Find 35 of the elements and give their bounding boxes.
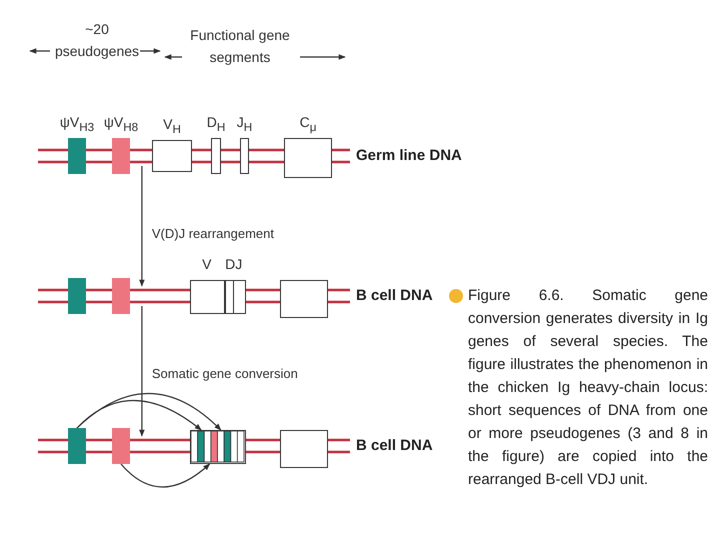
segment-label: ψV$_{H8}$ <box>104 114 138 136</box>
gene-segment-box <box>211 138 221 174</box>
arrow <box>139 166 145 287</box>
arrow <box>139 306 145 437</box>
pseudogene-box <box>112 428 130 464</box>
gene-segment-box <box>280 280 328 318</box>
range-label: Functional gene segments <box>189 26 291 67</box>
pseudogene-box <box>68 138 86 174</box>
segment-label: DJ <box>225 256 242 272</box>
pseudogene-box <box>112 138 130 174</box>
dna-label: Germ line DNA <box>356 147 462 164</box>
arrow <box>120 464 210 488</box>
edge-label: Somatic gene conversion <box>150 366 300 381</box>
pseudogene-box <box>68 428 86 464</box>
edge-label: V(D)J rearrangement <box>150 226 276 241</box>
segment-label: J$_{H}$ <box>236 114 252 136</box>
pseudogene-box <box>112 278 130 314</box>
segment-label: D$_{H}$ <box>206 114 226 136</box>
segment-label: C$_{μ}$ <box>300 114 316 136</box>
dna-label: B cell DNA <box>356 287 433 304</box>
gene-segment-box <box>190 280 246 314</box>
arrow <box>76 392 222 430</box>
gene-segment-box <box>240 138 249 174</box>
pseudogene-box <box>68 278 86 314</box>
segment-label: V <box>202 256 212 272</box>
arrow <box>76 400 202 430</box>
converted-vdj-box <box>190 430 246 464</box>
segment-label: V$_{H}$ <box>163 116 181 138</box>
gene-segment-box <box>152 140 192 172</box>
gene-segment-box <box>280 430 328 468</box>
figure-caption: Figure 6.6. Somatic gene conversion generates diversity in Ig genes of several species. The figure illustrates the phenomenon in the chicken Ig heavy-chain locus: short sequences of DNA from one or more pseudogenes (3 and 8 in the figure) are copied into the rearranged B-cell VDJ unit. <box>468 286 708 490</box>
dna-label: B cell DNA <box>356 437 433 454</box>
gene-segment-box <box>284 138 332 178</box>
segment-label: ψV$_{H3}$ <box>60 114 94 136</box>
range-label: ~20 pseudogenes <box>54 20 140 61</box>
